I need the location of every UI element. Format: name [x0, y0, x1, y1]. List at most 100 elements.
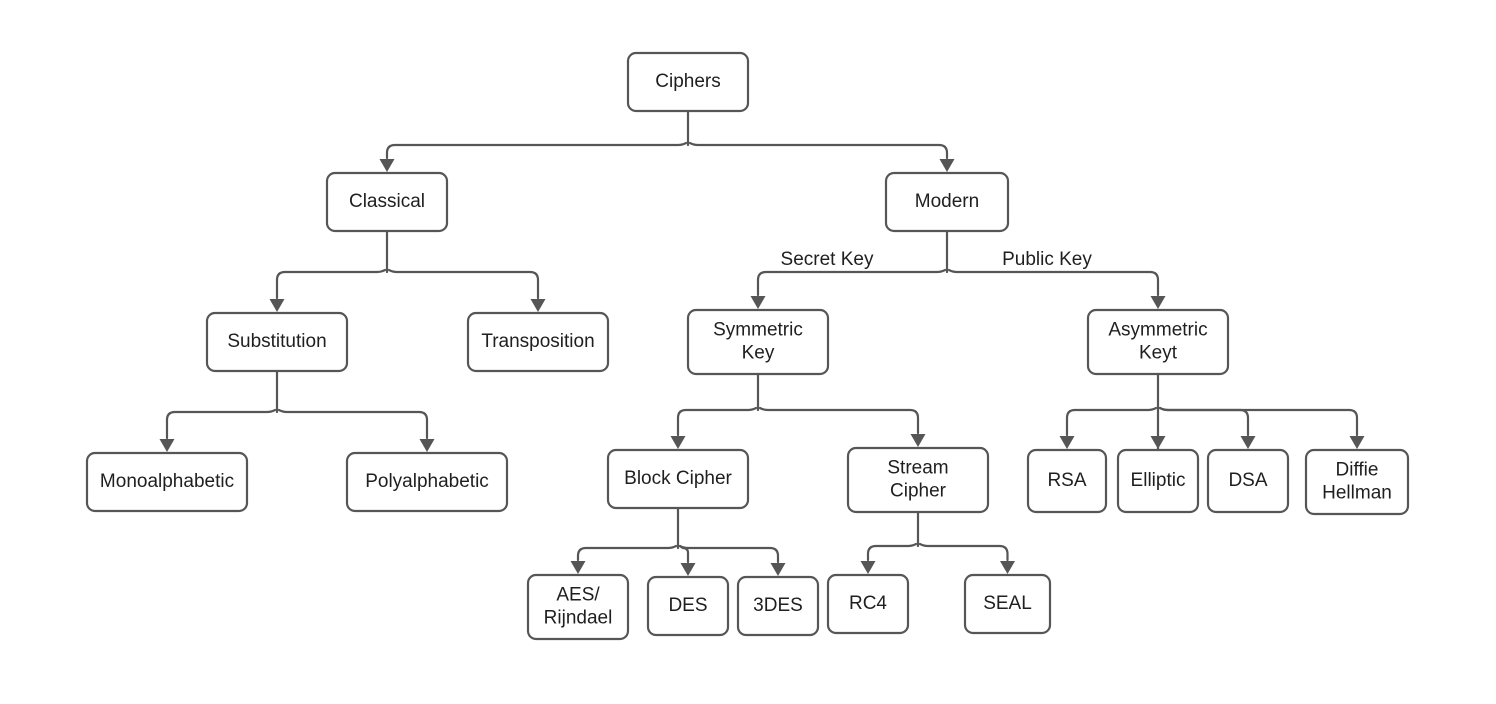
- node-box-3des[interactable]: [736, 575, 820, 637]
- edge-arrowhead: [1349, 436, 1365, 449]
- edge-branch: [1065, 406, 1158, 437]
- edge-arrowhead: [1059, 436, 1075, 449]
- node-label-aes: AES/Rijndael: [544, 585, 613, 629]
- node-des[interactable]: DES: [646, 575, 730, 637]
- node-blockcipher[interactable]: Block Cipher: [606, 448, 750, 510]
- node-modern[interactable]: Modern: [884, 171, 1010, 233]
- node-box-dsa[interactable]: [1206, 448, 1290, 514]
- node-transposition[interactable]: Transposition: [466, 311, 610, 373]
- edge-arrowhead: [570, 561, 586, 574]
- edge-arrowhead: [670, 436, 686, 449]
- node-box-polyalphabetic[interactable]: [345, 451, 509, 513]
- node-box-aes[interactable]: [526, 573, 630, 641]
- node-label-substitution: Substitution: [227, 331, 326, 352]
- node-box-modern[interactable]: [884, 171, 1010, 233]
- edge-arrowhead: [1150, 436, 1166, 449]
- node-box-diffiehellman[interactable]: [1304, 448, 1410, 516]
- node-box-rsa[interactable]: [1026, 448, 1108, 514]
- edge-branch: [758, 406, 920, 435]
- node-label-seal: SEAL: [983, 593, 1032, 614]
- edge-arrowhead: [530, 299, 546, 312]
- node-label-polyalphabetic: Polyalphabetic: [365, 471, 489, 492]
- node-box-rc4[interactable]: [826, 573, 910, 635]
- node-box-transposition[interactable]: [466, 311, 610, 373]
- edge-arrowhead: [770, 563, 786, 576]
- edge-arrowhead: [1240, 436, 1256, 449]
- edge-branch: [277, 408, 429, 440]
- node-label-classical: Classical: [349, 191, 425, 212]
- edge-branch: [866, 542, 918, 562]
- node-rc4[interactable]: RC4: [826, 573, 910, 635]
- node-label-3des: 3DES: [753, 595, 803, 616]
- node-label-transposition: Transposition: [481, 331, 594, 352]
- edge-branch: [387, 268, 540, 300]
- edge-label-public-key: Public Key: [1002, 249, 1092, 270]
- node-label-ciphers: Ciphers: [655, 71, 720, 92]
- node-3des[interactable]: 3DES: [736, 575, 820, 637]
- node-ciphers[interactable]: Ciphers: [626, 51, 750, 113]
- node-box-elliptic[interactable]: [1116, 448, 1200, 514]
- node-substitution[interactable]: Substitution: [205, 311, 349, 373]
- node-polyalphabetic[interactable]: Polyalphabetic: [345, 451, 509, 513]
- node-box-ciphers[interactable]: [626, 51, 750, 113]
- edge-branch: [576, 544, 678, 562]
- node-rsa[interactable]: RSA: [1026, 448, 1108, 514]
- edge-branch: [1158, 406, 1359, 437]
- edge-branch: [678, 544, 780, 564]
- edge-arrowhead: [1000, 561, 1015, 574]
- edge-branch: [918, 542, 1009, 562]
- edge-arrowhead: [1150, 296, 1166, 309]
- edge-arrowhead: [750, 296, 766, 309]
- edge-branch: [385, 141, 688, 160]
- edge-arrowhead: [379, 159, 395, 172]
- node-box-monoalphabetic[interactable]: [85, 451, 249, 513]
- node-seal[interactable]: SEAL: [963, 573, 1052, 635]
- edge-arrowhead: [680, 563, 696, 576]
- node-label-modern: Modern: [915, 191, 979, 212]
- node-box-substitution[interactable]: [205, 311, 349, 373]
- node-label-elliptic: Elliptic: [1131, 470, 1186, 491]
- node-box-classical[interactable]: [325, 171, 449, 233]
- node-box-asymmetric[interactable]: [1086, 308, 1230, 376]
- node-label-monoalphabetic: Monoalphabetic: [100, 471, 234, 492]
- node-box-seal[interactable]: [963, 573, 1052, 635]
- node-label-rc4: RC4: [849, 593, 887, 614]
- node-label-rsa: RSA: [1047, 470, 1086, 491]
- node-aes[interactable]: AES/Rijndael: [526, 573, 630, 641]
- edge-branch: [275, 268, 387, 300]
- node-classical[interactable]: Classical: [325, 171, 449, 233]
- node-label-dsa: DSA: [1228, 470, 1267, 491]
- edge-branch: [1158, 406, 1250, 437]
- edge-arrowhead: [939, 159, 955, 172]
- edge-branch: [165, 408, 277, 440]
- edge-branch: [947, 268, 1160, 297]
- node-elliptic[interactable]: Elliptic: [1116, 448, 1200, 514]
- edge-arrowhead: [269, 299, 285, 312]
- edge-arrowhead: [910, 434, 926, 447]
- edge-label-secret-key: Secret Key: [781, 249, 874, 270]
- node-box-symmetric[interactable]: [686, 308, 830, 376]
- edge-layer: [159, 109, 1365, 576]
- edge-arrowhead: [860, 561, 876, 574]
- edge-branch: [688, 141, 949, 160]
- node-dsa[interactable]: DSA: [1206, 448, 1290, 514]
- edge-branch: [756, 268, 947, 297]
- edge-arrowhead: [419, 439, 435, 452]
- node-box-des[interactable]: [646, 575, 730, 637]
- node-label-des: DES: [668, 595, 707, 616]
- node-box-streamcipher[interactable]: [846, 446, 990, 514]
- node-box-blockcipher[interactable]: [606, 448, 750, 510]
- edge-label-layer: Secret Key Public Key: [781, 249, 1093, 270]
- edge-branch: [676, 406, 758, 437]
- node-monoalphabetic[interactable]: Monoalphabetic: [85, 451, 249, 513]
